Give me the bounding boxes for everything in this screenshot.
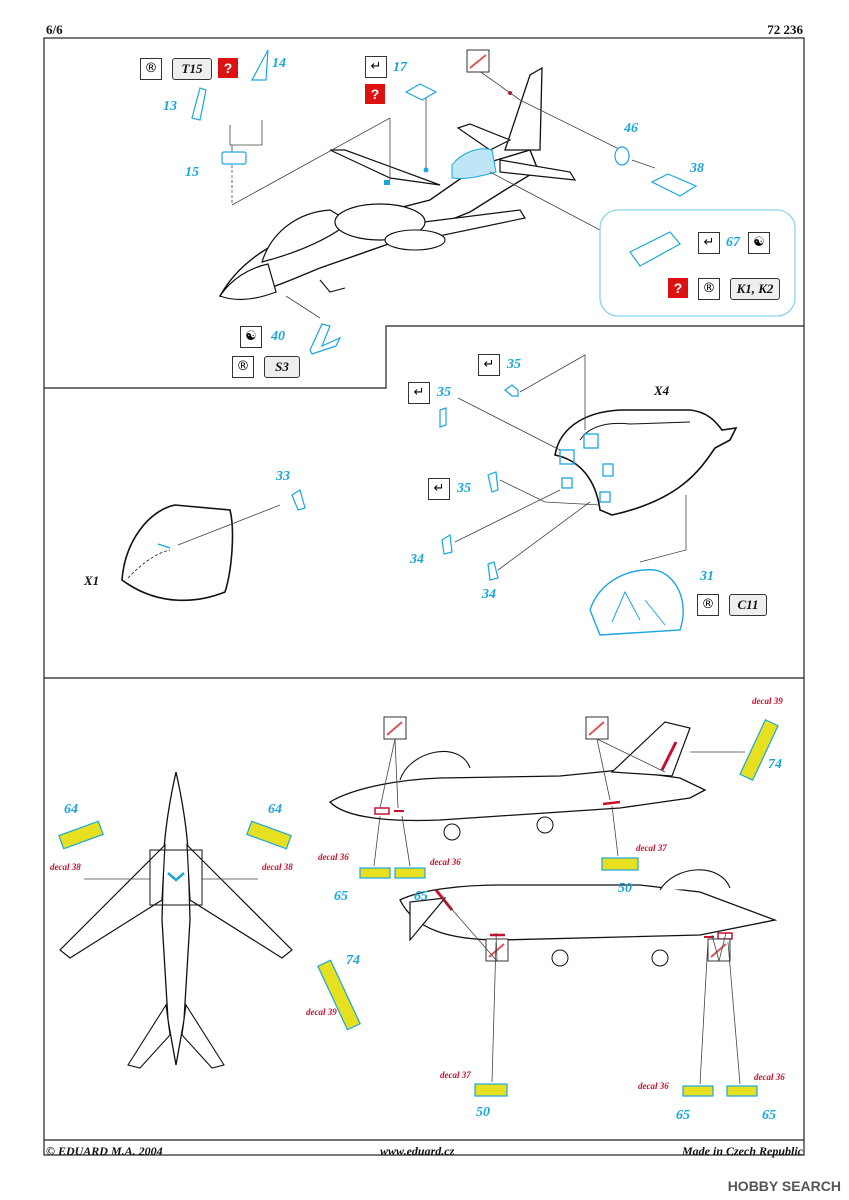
part-15: 15 xyxy=(185,165,199,180)
yin-yang-icon: ☯ xyxy=(748,232,770,254)
question-icon: ? xyxy=(365,84,385,104)
part-74: 74 xyxy=(346,953,360,968)
part-33: 33 xyxy=(276,469,290,484)
part-50: 50 xyxy=(476,1105,490,1120)
decal-39-label: decal 39 xyxy=(752,696,783,706)
label-X1: X1 xyxy=(84,573,100,588)
part-35: 35 xyxy=(507,357,521,372)
bend-icon: ↵ xyxy=(408,382,430,404)
canopy-assembly xyxy=(121,354,738,636)
decal-38-label: decal 38 xyxy=(50,862,81,872)
part-65: 65 xyxy=(334,889,348,904)
part-35: 35 xyxy=(437,385,451,400)
resin-icon: ® xyxy=(140,58,162,80)
resin-icon: ® xyxy=(232,356,254,378)
part-38: 38 xyxy=(690,161,704,176)
box-C11: C11 xyxy=(729,594,767,616)
bend-icon: ↵ xyxy=(428,478,450,500)
box-K1-K2: K1, K2 xyxy=(730,278,780,300)
part-31: 31 xyxy=(700,569,714,584)
part-46: 46 xyxy=(624,121,638,136)
decal-36-label: decal 36 xyxy=(318,852,349,862)
part-35: 35 xyxy=(457,481,471,496)
kit-code: 72 236 xyxy=(767,22,803,37)
part-64: 64 xyxy=(64,802,78,817)
decal-37-label: decal 37 xyxy=(440,1070,471,1080)
website: www.eduard.cz xyxy=(380,1144,455,1158)
harrier-3d-view xyxy=(191,49,796,355)
origin: Made in Czech Republic xyxy=(681,1144,803,1158)
part-65: 65 xyxy=(414,889,428,904)
page-number: 6/6 xyxy=(46,22,63,37)
label-X4: X4 xyxy=(654,383,670,398)
bend-icon: ↵ xyxy=(478,354,500,376)
part-17: 17 xyxy=(393,60,407,75)
question-icon: ? xyxy=(218,58,238,78)
resin-icon: ® xyxy=(697,594,719,616)
decal-36-label: decal 36 xyxy=(754,1072,785,1082)
box-T15: T15 xyxy=(172,58,212,80)
decal-36-label: decal 36 xyxy=(638,1081,669,1091)
part-40: 40 xyxy=(271,329,285,344)
part-65: 65 xyxy=(676,1108,690,1123)
part-67: 67 xyxy=(726,235,740,250)
part-34: 34 xyxy=(482,587,496,602)
decal-36-label: decal 36 xyxy=(430,857,461,867)
part-13: 13 xyxy=(163,99,177,114)
part-65: 65 xyxy=(762,1108,776,1123)
part-14: 14 xyxy=(272,56,286,71)
part-50: 50 xyxy=(618,881,632,896)
bend-icon: ↵ xyxy=(698,232,720,254)
part-74: 74 xyxy=(768,757,782,772)
bend-icon: ↵ xyxy=(365,56,387,78)
decal-38-label: decal 38 xyxy=(262,862,293,872)
copyright: © EDUARD M.A. 2004 xyxy=(46,1144,163,1158)
box-S3: S3 xyxy=(264,356,300,378)
decal-37-label: decal 37 xyxy=(636,843,667,853)
painting-decal-views xyxy=(58,716,779,1097)
watermark: HOBBY SEARCH xyxy=(727,1178,841,1194)
question-icon: ? xyxy=(668,278,688,298)
yin-yang-icon: ☯ xyxy=(240,326,262,348)
decal-39-label: decal 39 xyxy=(306,1007,337,1017)
resin-icon: ® xyxy=(698,278,720,300)
part-64: 64 xyxy=(268,802,282,817)
part-34: 34 xyxy=(410,552,424,567)
